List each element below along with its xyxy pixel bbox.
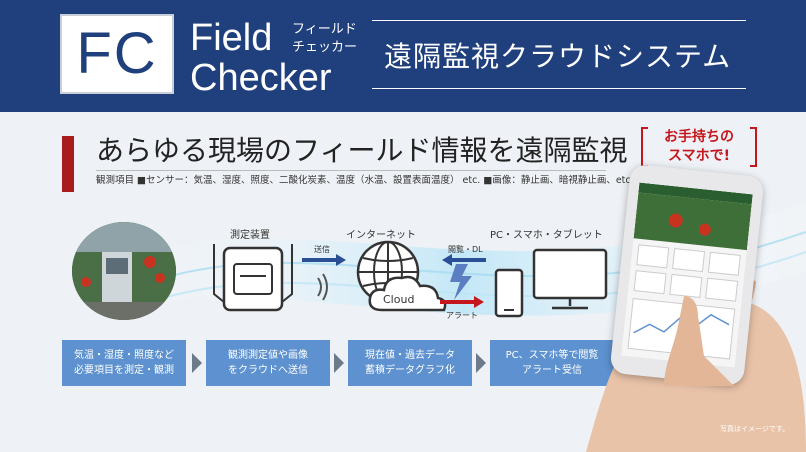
step-chevron-3 (476, 353, 486, 373)
step-chevron-1 (192, 353, 202, 373)
pc-label: PC・スマホ・タブレット (490, 230, 603, 241)
step-1-line-1: 気温・湿度・照度など (74, 350, 174, 361)
step-3-line-2: 蓄積データグラフ化 (365, 365, 455, 376)
step-1-box: 気温・湿度・照度など必要項目を測定・観測 (62, 340, 186, 386)
view-arrow-icon (442, 254, 486, 266)
headline: 遠隔監視クラウドシステム (384, 40, 732, 73)
step-4-line-2: アラート受信 (522, 365, 582, 376)
greenhouse-photo-icon (72, 222, 176, 320)
brand-kana-field: フィールド (292, 22, 357, 37)
desktop-pc-icon (532, 248, 608, 310)
pointing-finger-illustration (664, 296, 734, 386)
brand-word-field: Field (190, 17, 273, 59)
brand-kana-checker: チェッカー (292, 40, 358, 55)
brand-word-checker: Checker (190, 57, 332, 99)
alert-label: アラート (446, 311, 478, 320)
send-label: 送信 (314, 245, 330, 254)
field-photo (72, 222, 176, 320)
cloud-label: Cloud (383, 293, 415, 306)
smartphone-icon (494, 268, 524, 318)
title-underline (96, 170, 606, 171)
alert-arrow-icon (440, 296, 484, 308)
view-label: 閲覧・DL (448, 245, 483, 254)
image-caption: 写真はイメージです。 (720, 425, 790, 433)
cloud-icon (368, 275, 447, 312)
page-title: あらゆる現場のフィールド情報を遠隔監視 (96, 134, 628, 167)
step-3-box: 現在値・過去データ蓄積データグラフ化 (348, 340, 472, 386)
badge-line-1: お手持ちの (664, 129, 734, 145)
headline-rule-bottom (372, 88, 746, 89)
step-2-box: 観測測定値や画像をクラウドへ送信 (206, 340, 330, 386)
title-accent-bar (62, 136, 74, 192)
measuring-device-icon (213, 244, 293, 312)
lightning-icon (450, 264, 472, 300)
headline-rule-top (372, 20, 746, 21)
device-label: 測定装置 (230, 230, 270, 241)
badge-line-2: スマホで! (668, 148, 730, 164)
logo-box: FC (60, 14, 174, 94)
header-banner: FC Field フィールド チェッカー Checker 遠隔監視クラウドシステ… (0, 0, 806, 112)
send-arrow-icon (302, 254, 346, 266)
step-chevron-2 (334, 353, 344, 373)
step-2-line-2: をクラウドへ送信 (228, 365, 308, 376)
step-1-line-2: 必要項目を測定・観測 (74, 365, 174, 376)
step-3-line-1: 現在値・過去データ (365, 350, 455, 361)
observed-items-text: 観測項目 ■センサー：気温、湿度、照度、二酸化炭素、温度（水温、設置表面温度） … (96, 175, 631, 186)
logo-letters: FC (76, 21, 158, 86)
step-2-line-1: 観測測定値や画像 (228, 350, 308, 361)
internet-label: インターネット (346, 230, 416, 241)
step-4-box: PC、スマホ等で閲覧アラート受信 (490, 340, 614, 386)
step-4-line-1: PC、スマホ等で閲覧 (505, 350, 599, 361)
wireless-signal-icon (317, 273, 328, 301)
